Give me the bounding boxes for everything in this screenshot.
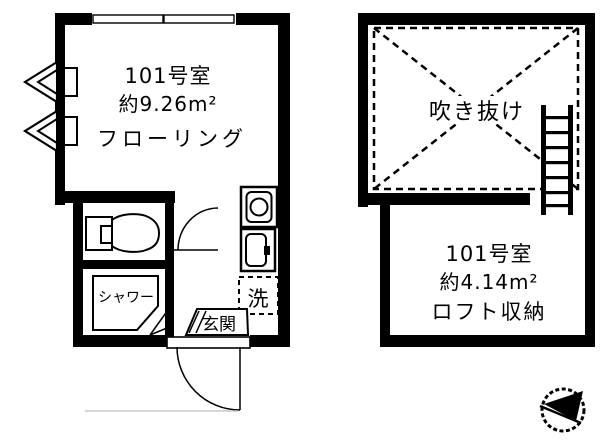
casement-swing-inner <box>36 117 58 145</box>
right-unit-plan: 吹き抜け 101号室 約4.14m² ロフト収納 <box>358 13 595 347</box>
sliding-window-icon <box>92 13 236 25</box>
ladder-rail-left <box>541 105 546 215</box>
void-diagonal-2 <box>373 27 579 190</box>
door-swing-arc <box>177 207 219 251</box>
loft-bottom-wall <box>380 335 595 347</box>
ladder-rung <box>546 146 568 150</box>
ladder-rung <box>546 116 568 120</box>
refrigerator-icon <box>239 227 277 273</box>
toilet-bowl <box>111 213 161 253</box>
ladder-rung <box>546 161 568 165</box>
toilet-icon <box>85 213 161 253</box>
ladder-rail-right <box>568 105 573 215</box>
loft-area-label: 約4.14m² <box>439 270 538 294</box>
shower-pan <box>92 275 159 331</box>
room-name-label: 101号室 <box>124 64 211 88</box>
casement-swing-inner <box>36 68 58 96</box>
room-divider-wall <box>55 191 175 203</box>
stove-icon <box>239 185 279 229</box>
ladder-rung <box>546 131 568 135</box>
bottom-wall-left <box>73 335 174 347</box>
toilet-tank-detail <box>100 225 112 244</box>
porch-hatch-1 <box>188 310 200 334</box>
compass-baseline <box>539 404 582 425</box>
entrance-label: 玄関 <box>202 315 236 335</box>
interior-door <box>170 207 219 251</box>
entrance-door <box>85 346 241 412</box>
bottom-wall-right <box>250 335 290 347</box>
shower-label: シャワー <box>98 290 154 306</box>
casement-leaf <box>63 116 78 146</box>
stove-burner <box>249 197 269 217</box>
left-unit-plan: 101号室 約9.26m² フローリング シャワー 玄関 洗 <box>22 13 290 412</box>
entrance-area <box>85 308 251 412</box>
shower-pan-icon <box>92 275 169 336</box>
left-unit-right-wall <box>278 13 290 347</box>
loft-left-wall <box>380 193 390 347</box>
casement-window-icon-upper <box>22 60 78 104</box>
ladder-icon <box>541 105 573 215</box>
laundry-dashed-box <box>238 276 279 315</box>
shower-door-line <box>149 309 169 336</box>
casement-window-icon-lower <box>22 109 78 153</box>
right-unit-top-wall <box>358 13 595 25</box>
room-area-label: 約9.26m² <box>118 92 217 116</box>
left-unit-left-wall <box>55 13 65 205</box>
right-unit-right-wall <box>585 13 595 347</box>
window-sash-right <box>163 14 235 24</box>
entrance-step <box>166 336 251 349</box>
loft-name-label: 101号室 <box>445 242 532 266</box>
void-boundary <box>372 26 580 191</box>
toilet-tank <box>85 216 113 251</box>
window-sash-left <box>92 14 164 24</box>
casement-leaf <box>63 67 78 97</box>
void-bottom-wall <box>358 193 530 205</box>
shower-door-line2 <box>149 327 168 336</box>
compass-icon <box>539 387 586 433</box>
void-label-backing <box>412 96 540 124</box>
floor-type-label: フローリング <box>97 127 247 151</box>
ladder-body <box>545 105 569 215</box>
wc-shower-divider-wall <box>73 260 174 269</box>
loft-type-label: ロフト収納 <box>432 300 547 324</box>
entrance-porch <box>184 308 250 336</box>
laundry-label: 洗 <box>248 287 269 311</box>
fridge-handle <box>264 246 270 255</box>
fridge-door <box>245 233 267 267</box>
ladder-rung <box>546 176 568 180</box>
ladder-rung <box>546 191 568 195</box>
compass-needle <box>544 391 583 421</box>
ladder-rung <box>546 204 568 208</box>
laundry-space <box>238 276 279 315</box>
void-label: 吹き抜け <box>429 100 525 125</box>
right-unit-left-wall <box>358 13 368 207</box>
porch-hatch-2 <box>195 310 207 334</box>
entrance-door-arc <box>176 346 241 411</box>
